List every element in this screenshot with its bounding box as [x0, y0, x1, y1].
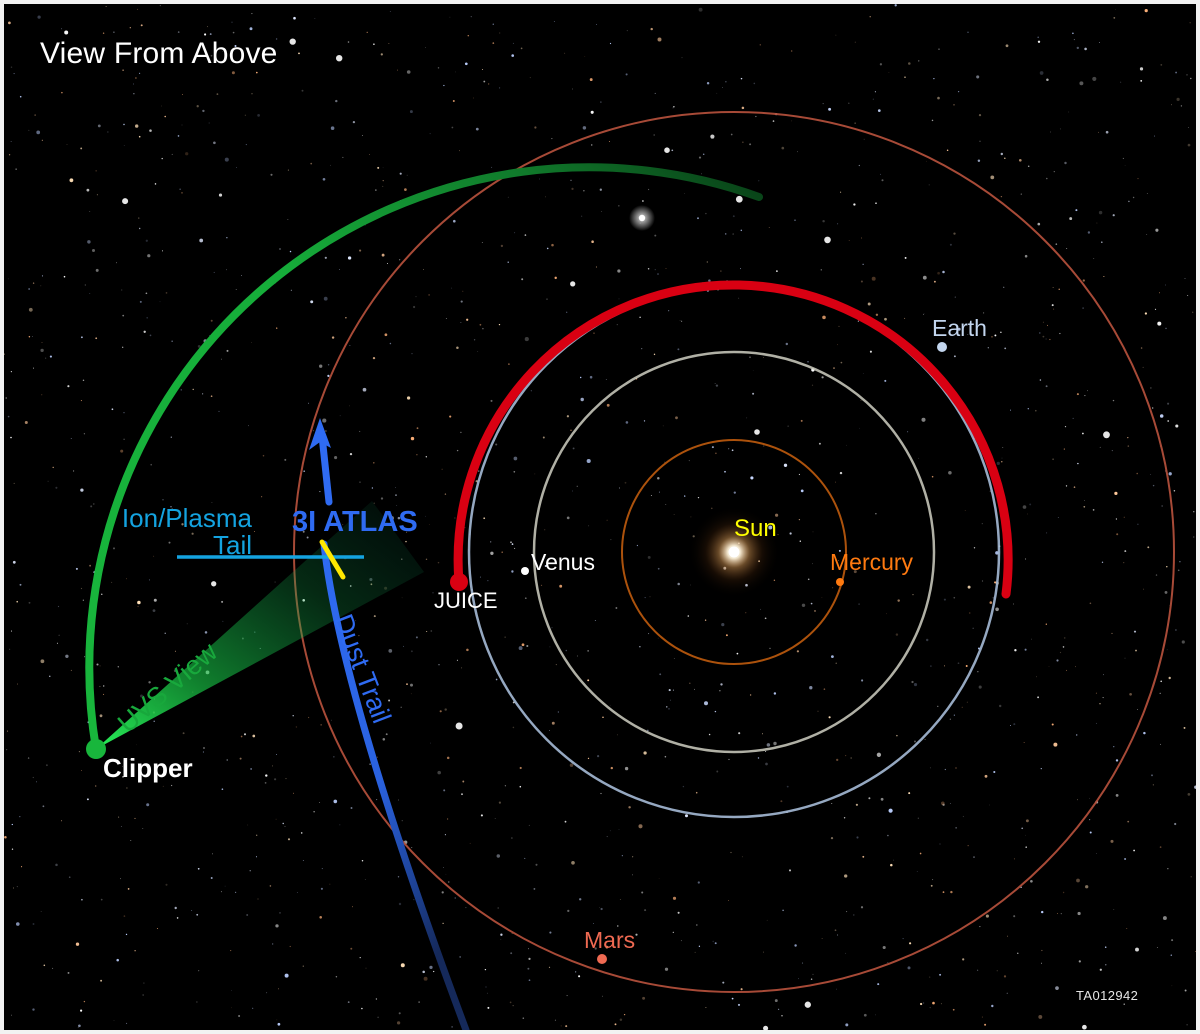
orbit-venus: [532, 350, 936, 754]
label-3i-atlas: 3I ATLAS: [292, 506, 418, 538]
credit-id: TA012942: [1076, 988, 1139, 1003]
dust-trail-line: [320, 540, 470, 1030]
spacecraft-marker-juice: [450, 573, 468, 591]
label-earth: Earth: [932, 315, 987, 341]
spacecraft-marker-clipper: [86, 739, 106, 759]
label-ion-plasma-tail: Ion/Plasma Tail: [102, 503, 252, 561]
orbit-mercury: [621, 439, 847, 665]
ion-tail-line-2: Tail: [212, 530, 252, 561]
label-juice: JUICE: [434, 588, 498, 613]
label-mars: Mars: [584, 927, 636, 953]
label-venus: Venus: [531, 549, 595, 575]
clipper-trajectory: [85, 163, 763, 753]
sun-core: [728, 546, 740, 558]
planet-marker-venus: [521, 567, 529, 575]
label-sun: Sun: [734, 515, 777, 542]
planet-marker-mercury: [836, 578, 844, 586]
planet-marker-mars: [597, 954, 607, 964]
ion-tail-line-1: Ion/Plasma: [121, 503, 252, 533]
juice-trajectory: [453, 280, 1013, 599]
orbit-mars: [293, 111, 1175, 993]
comet-motion-arrow-shaft: [318, 432, 333, 506]
starfield-layer: [4, 4, 1196, 1030]
label-clipper: Clipper: [103, 753, 193, 783]
comet-nucleus-marker: [319, 539, 346, 580]
uvs-view-cone: [96, 501, 424, 749]
comet-motion-arrow-head: [309, 418, 331, 450]
label-mercury: Mercury: [830, 549, 914, 575]
orbit-diagram-layer: [85, 111, 1175, 1030]
page-title: View From Above: [40, 37, 278, 70]
bright-star-core: [638, 214, 646, 222]
planet-marker-earth: [937, 342, 947, 352]
